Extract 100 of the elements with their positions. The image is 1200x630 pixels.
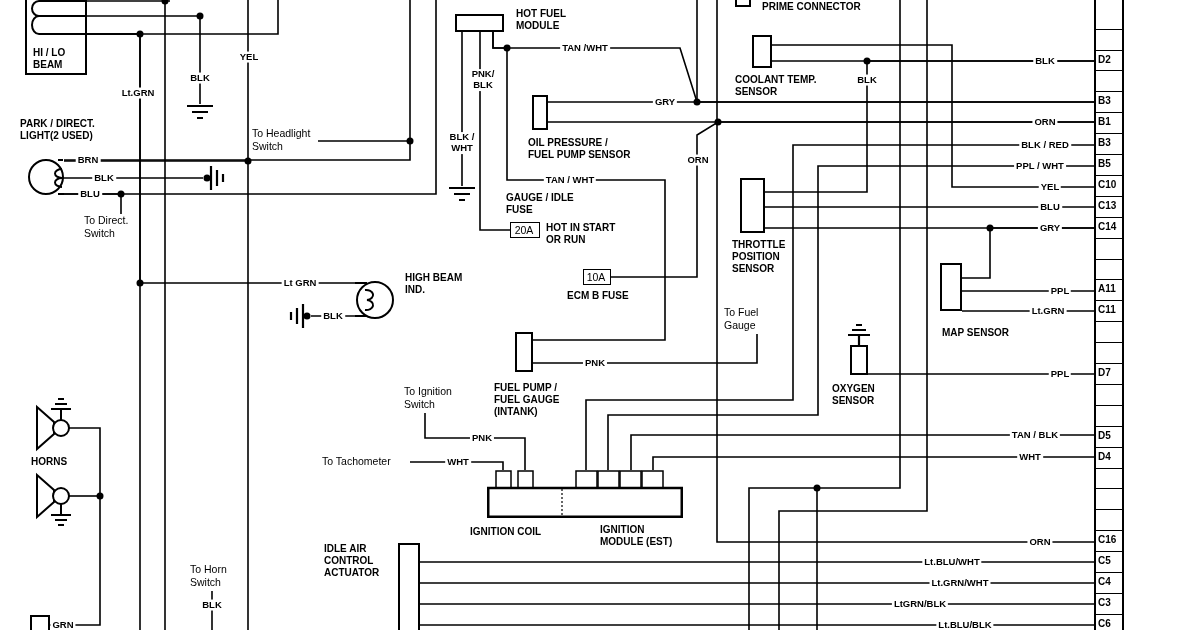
- wire-color-label: Lt.BLU/BLK: [936, 619, 994, 630]
- wire: [63, 0, 249, 162]
- component-label: THROTTLE POSITION SENSOR: [732, 239, 787, 275]
- wire-color-label: BLK: [321, 310, 345, 322]
- wire-color-label: GRY: [652, 96, 678, 108]
- wire-color-label: WHT: [1017, 451, 1043, 463]
- component-label: IGNITION COIL: [470, 526, 543, 538]
- pin-label: C3: [1098, 595, 1112, 610]
- component-label: HOT FUEL MODULE: [516, 8, 567, 32]
- wire: [532, 333, 758, 364]
- wire: [63, 0, 437, 195]
- pin-label: C10: [1098, 177, 1118, 192]
- wire-color-label: Lt GRN: [281, 277, 319, 289]
- wire-color-label: TAN /WHT: [560, 42, 610, 54]
- wire: [867, 373, 1095, 375]
- wire: [547, 101, 1095, 103]
- wire: [764, 60, 1095, 193]
- wire: [652, 456, 1095, 471]
- component-label: FUEL PUMP / FUEL GAUGE (INTANK): [494, 382, 561, 418]
- ground-symbol: [449, 186, 475, 202]
- ground-symbol: [203, 166, 224, 190]
- component-label: HIGH BEAM IND.: [405, 272, 464, 296]
- component-label: ECM B FUSE: [567, 290, 630, 302]
- destination-note: To Tachometer: [322, 455, 410, 470]
- component-label: HI / LO BEAM: [33, 47, 67, 71]
- wire-color-label: YEL: [237, 51, 261, 63]
- wire-color-label: BLK / RED: [1019, 139, 1071, 151]
- wire: [716, 0, 1095, 543]
- wire-color-label: Lt.GRN: [1029, 305, 1067, 317]
- component-label: COOLANT TEMP. SENSOR: [735, 74, 818, 98]
- destination-note: To Ignition Switch: [404, 385, 466, 413]
- wire-color-label: BLU: [78, 188, 102, 200]
- wire-color-label: TAN / WHT: [543, 174, 597, 186]
- destination-note: To Fuel Gauge: [724, 306, 776, 334]
- wire: [764, 206, 1095, 208]
- wire-color-label: YEL: [1038, 181, 1062, 193]
- pin-label: C16: [1098, 533, 1118, 548]
- wire-color-label: WHT: [445, 456, 471, 468]
- component-label: IGNITION MODULE (EST): [600, 524, 674, 548]
- wire: [419, 624, 1095, 626]
- wire: [479, 31, 511, 231]
- fuse-rating: 10A: [585, 271, 607, 284]
- pin-label: C14: [1098, 219, 1118, 234]
- wire-color-label: TAN / BLK: [1009, 429, 1061, 441]
- wire-color-label: BLK: [855, 74, 879, 86]
- component-label: HOT IN START OR RUN: [546, 222, 617, 246]
- wire: [211, 590, 213, 630]
- pin-label: D7: [1098, 366, 1112, 381]
- pin-label: B1: [1098, 115, 1112, 130]
- component-label: PRIME CONNECTOR: [762, 1, 862, 13]
- connector-strip: [1094, 0, 1124, 630]
- wire-color-label: Lt.GRN/WHT: [929, 577, 991, 589]
- wire-color-label: BLK: [200, 599, 224, 611]
- wire-color-label: PNK: [582, 357, 608, 369]
- wire-color-label: BRN: [75, 154, 101, 166]
- wire-color-label: BLK: [92, 172, 116, 184]
- pin-label: C5: [1098, 554, 1112, 569]
- wire-color-label: Lt.BLU/WHT: [922, 556, 982, 568]
- wire: [771, 44, 1095, 188]
- component-label: PARK / DIRECT. LIGHT(2 USED): [20, 118, 96, 142]
- pin-label: D4: [1098, 449, 1112, 464]
- wire-color-label: Lt.GRN: [119, 87, 157, 99]
- pin-label: C4: [1098, 575, 1112, 590]
- component-label: GAUGE / IDLE FUSE: [506, 192, 575, 216]
- pin-label: D2: [1098, 52, 1112, 67]
- destination-note: To Horn Switch: [190, 563, 244, 591]
- wire: [86, 33, 356, 284]
- wire-color-label: PNK: [469, 432, 495, 444]
- ground-symbol: [187, 104, 213, 120]
- wire-color-label: ORN: [1032, 116, 1058, 128]
- pin-label: D5: [1098, 428, 1112, 443]
- wire: [63, 140, 411, 161]
- wire-color-label: GRN: [50, 619, 76, 630]
- wire: [610, 121, 1095, 278]
- component-label: OXYGEN SENSOR: [832, 383, 876, 407]
- wire: [419, 582, 1095, 584]
- wire-color-label: BLU: [1038, 201, 1062, 213]
- wire-color-label: GRY: [1037, 222, 1063, 234]
- destination-note: To Direct. Switch: [84, 214, 134, 242]
- wire: [419, 561, 1095, 563]
- ground-symbol: [290, 304, 311, 328]
- pin-label: B3: [1098, 94, 1112, 109]
- component-label: MAP SENSOR: [942, 327, 1011, 339]
- pin-label: C13: [1098, 198, 1118, 213]
- wire-color-label: LtGRN/BLK: [891, 598, 949, 610]
- component-label: IDLE AIR CONTROL ACTUATOR: [324, 543, 381, 579]
- headlamp-box: [25, 0, 87, 75]
- wire-color-label: ORN: [1027, 536, 1053, 548]
- pin-label: C6: [1098, 616, 1112, 630]
- pin-label: C11: [1098, 303, 1117, 318]
- component-label: OIL PRESSURE / FUEL PUMP SENSOR: [528, 137, 632, 161]
- pin-label: A11: [1098, 282, 1117, 297]
- fuse-rating: 20A: [513, 224, 535, 237]
- wire-color-label: PPL: [1048, 368, 1072, 380]
- wire-color-label: PPL / WHT: [1014, 160, 1066, 172]
- wire-color-label: ORN: [685, 154, 711, 166]
- wire-color-label: PPL: [1048, 285, 1072, 297]
- destination-note: To Headlight Switch: [252, 127, 318, 155]
- wire-color-label: BLK: [1033, 55, 1057, 67]
- component-label: HORNS: [29, 456, 69, 468]
